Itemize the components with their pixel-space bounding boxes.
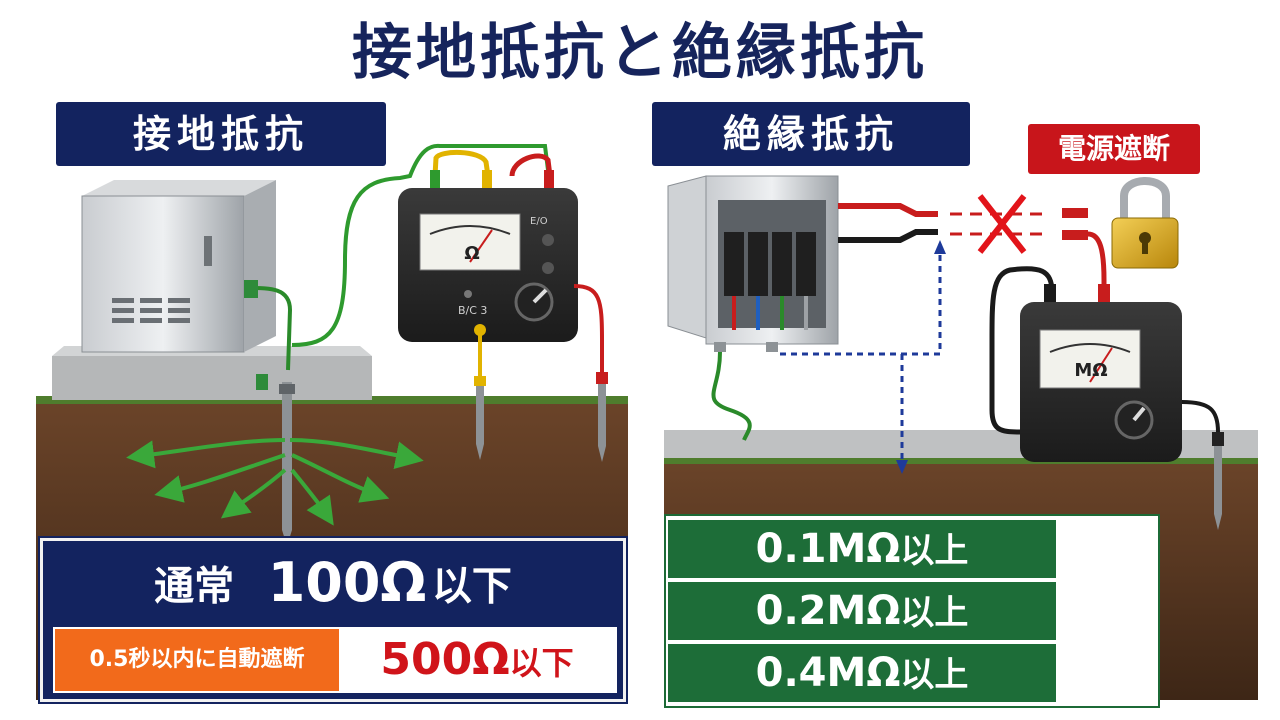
table-row-blank-cell (1060, 585, 1152, 637)
auto-cutoff-value-wrap: 500Ω以下 (339, 629, 615, 691)
earth-tester-mode-text: B/C 3 (458, 304, 488, 317)
disconnected-leads (838, 203, 1107, 300)
normal-label: 通常 (154, 563, 235, 610)
current-lead-wire (573, 284, 604, 376)
normal-spec: 通常 100Ω 以下 (43, 551, 623, 614)
insulation-resistance-table: 0.1MΩ以上 0.2MΩ以上 0.4MΩ以上 (666, 516, 1158, 706)
current-spread-arrows (126, 438, 424, 526)
insulation-resistance-heading: 絶縁抵抗 (652, 102, 970, 166)
earth-resistance-spec: 通常 100Ω 以下 0.5秒以内に自動遮断 500Ω以下 (40, 538, 626, 702)
table-row-value: 0.1MΩ以上 (668, 520, 1056, 578)
row-suffix: 以上 (900, 531, 969, 571)
row-value: 0.2MΩ (755, 588, 901, 634)
auto-cutoff-suffix: 以下 (509, 644, 574, 682)
distribution-cabinet (81, 180, 276, 353)
row-suffix: 以上 (900, 593, 969, 633)
row-suffix: 以上 (900, 655, 969, 695)
page-title: 接地抵抗と絶縁抵抗 (352, 18, 928, 88)
row-value: 0.1MΩ (755, 526, 901, 572)
normal-suffix: 以下 (431, 563, 512, 610)
auto-cutoff-spec: 0.5秒以内に自動遮断 500Ω以下 (53, 627, 617, 693)
table-row-value: 0.4MΩ以上 (668, 644, 1056, 702)
earth-tester-unit: Ω (464, 243, 480, 264)
arrow-icon (934, 240, 946, 254)
earth-resistance-heading: 接地抵抗 (56, 102, 386, 166)
auxiliary-probe-current (596, 372, 608, 462)
table-row-value: 0.2MΩ以上 (668, 582, 1056, 640)
auto-cutoff-label: 0.5秒以内に自動遮断 (55, 629, 339, 691)
insulation-tester (989, 266, 1224, 530)
row-value: 0.4MΩ (755, 650, 901, 696)
earth-tester (398, 150, 578, 342)
padlock-icon (1111, 177, 1179, 269)
auto-cutoff-value: 500Ω (380, 634, 510, 685)
ground-rod-icon (244, 280, 295, 546)
table-row: 0.2MΩ以上 (668, 582, 1156, 640)
cross-icon (977, 194, 1027, 254)
table-row: 0.4MΩ以上 (668, 644, 1156, 702)
auxiliary-probe-potential (474, 376, 486, 460)
arrow-icon-down (896, 460, 908, 474)
normal-value: 100Ω (267, 551, 427, 614)
table-row-blank-cell (1060, 523, 1152, 575)
earth-tester-side-text: E/O (530, 216, 548, 227)
table-row: 0.1MΩ以上 (668, 520, 1156, 578)
table-row-blank-cell (1060, 647, 1152, 699)
earth-lead-wire (291, 143, 550, 347)
concrete-base (52, 346, 372, 400)
power-off-warning: 電源遮断 (1028, 124, 1200, 174)
breaker-panel (667, 175, 839, 441)
measurement-path-arrow (780, 252, 942, 462)
insulation-tester-unit: MΩ (1074, 360, 1108, 381)
